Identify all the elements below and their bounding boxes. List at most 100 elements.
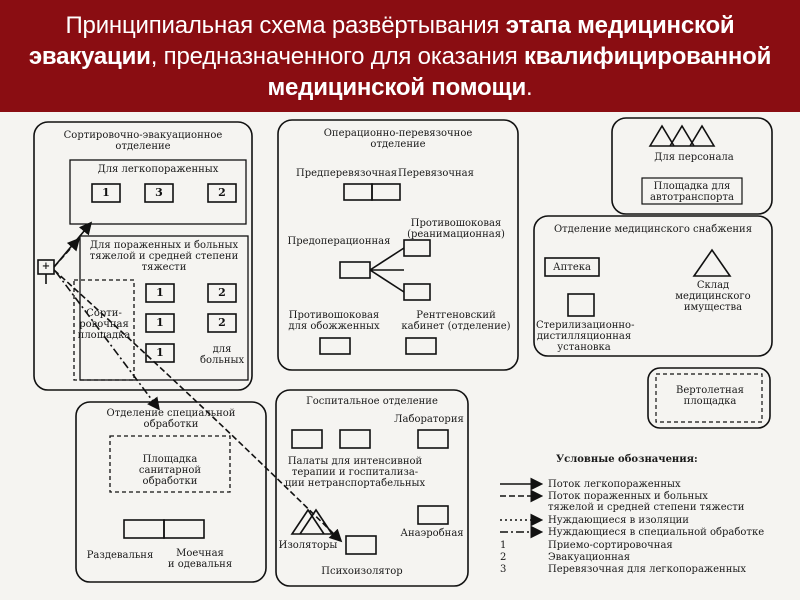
special-dept-box bbox=[75, 401, 267, 583]
heavy-num-1: 1 bbox=[156, 286, 164, 299]
legend-num-1: 1 bbox=[500, 540, 507, 551]
supply-dept-title: Отделение медицинского снабжения bbox=[553, 224, 753, 235]
legend-item-4: Нуждающиеся в специальной обработке bbox=[548, 527, 765, 538]
steril-box bbox=[567, 293, 595, 317]
heli-label: Вертолетная площадка bbox=[676, 385, 744, 407]
light-num-1: 1 bbox=[102, 186, 110, 199]
heavy-area-box bbox=[79, 235, 249, 381]
sick-label: для больных bbox=[200, 344, 245, 366]
undress-tent bbox=[123, 519, 165, 539]
tent-heavy-1c bbox=[145, 343, 175, 363]
tent-perev bbox=[371, 183, 401, 201]
anaerobic-label: Анаэробная bbox=[400, 528, 464, 539]
legend-num-2: 2 bbox=[500, 552, 507, 563]
heavy-num-2: 2 bbox=[218, 286, 226, 299]
tent-heavy-2b bbox=[207, 313, 237, 333]
title-banner: Принципиальная схема развёртывания этапа… bbox=[0, 0, 800, 112]
pharmacy-tent bbox=[544, 257, 600, 277]
heavy-num-4: 2 bbox=[218, 316, 226, 329]
flow-to-special bbox=[55, 271, 160, 411]
tents-icon bbox=[648, 124, 716, 147]
diagram-canvas: Сортировочно-эвакуационное отделение Для… bbox=[0, 112, 800, 600]
heavy-num-5: 1 bbox=[156, 346, 164, 359]
title-bold-2: квалифицированной медицинской помощи bbox=[267, 42, 772, 101]
tent-preop bbox=[339, 261, 371, 279]
legend-item-2: Поток пораженных и больных тяжелой и сре… bbox=[548, 491, 745, 513]
isolators-icon bbox=[290, 508, 334, 535]
special-dept-title: Отделение специальной обработки bbox=[106, 408, 236, 430]
preop-links bbox=[369, 247, 405, 293]
anaerobic-tent bbox=[417, 505, 449, 525]
title-part-1: Принципиальная схема развёртывания bbox=[65, 11, 506, 39]
staff-box bbox=[611, 117, 773, 215]
title-part-2: , предназначенного для оказания bbox=[150, 42, 524, 70]
undress-label: Раздевальня bbox=[86, 550, 154, 561]
isolators-label: Изоляторы bbox=[278, 540, 338, 551]
legend-item-3: Нуждающиеся в изоляции bbox=[548, 515, 689, 526]
light-area-label: Для легкопораженных bbox=[97, 164, 219, 175]
light-area-box bbox=[69, 159, 247, 225]
tent-heavy-1a bbox=[145, 283, 175, 303]
sorting-platform-box bbox=[73, 279, 135, 381]
tent-antishock-2 bbox=[403, 283, 431, 301]
heavy-area-label: Для пораженных и больных тяжелой и средн… bbox=[89, 240, 239, 273]
legend-num-item-1: Приемо-сортировочная bbox=[548, 540, 673, 551]
hospital-dept-title: Госпитальное отделение bbox=[306, 396, 438, 407]
tent-light-3 bbox=[144, 183, 174, 203]
antishock-burn-label: Противошоковая для обожженных bbox=[288, 310, 380, 332]
lab-tent bbox=[417, 429, 449, 449]
parking-box bbox=[641, 177, 743, 205]
flow-to-light bbox=[53, 221, 93, 268]
sanitary-box bbox=[109, 435, 231, 493]
heli-inner-box bbox=[655, 373, 763, 423]
staff-label: Для персонала bbox=[654, 152, 734, 163]
legend-num-item-3: Перевязочная для легкопораженных bbox=[548, 564, 746, 575]
tent-antishock bbox=[403, 239, 431, 257]
pharmacy-label: Аптека bbox=[553, 262, 591, 273]
preop-label: Предоперационная bbox=[287, 236, 391, 247]
supply-dept-box bbox=[533, 215, 773, 357]
heli-outer-box bbox=[647, 367, 771, 429]
predperev-label: Предперевязочная bbox=[296, 168, 398, 179]
lab-label: Лаборатория bbox=[394, 414, 464, 425]
title-part-3: . bbox=[526, 73, 533, 101]
diagram-svg bbox=[33, 117, 773, 587]
wards-label: Палаты для интенсивной терапии и госпита… bbox=[284, 456, 426, 489]
ward-tent-1 bbox=[291, 429, 323, 449]
operating-dept-title: Операционно-перевязочное отделение bbox=[323, 128, 473, 150]
steril-label: Стерилизационно- дистилляционная установ… bbox=[536, 320, 635, 353]
tent-light-1 bbox=[91, 183, 121, 203]
tent-burn bbox=[319, 337, 351, 355]
hospital-dept-box bbox=[275, 389, 469, 587]
legend-title: Условные обозначения: bbox=[556, 454, 698, 465]
legend-num-3: 3 bbox=[500, 564, 507, 575]
tent-light-2 bbox=[207, 183, 237, 203]
operating-dept-box bbox=[277, 119, 519, 371]
psycho-label: Психоизолятор bbox=[321, 566, 403, 577]
title-bold-1: этапа медицинской эвакуации bbox=[28, 11, 735, 70]
xray-label: Рентгеновский кабинет (отделение) bbox=[401, 310, 511, 332]
legend-item-1: Поток легкопораженных bbox=[548, 479, 681, 490]
sorting-dept-title: Сортировочно-эвакуационное отделение bbox=[63, 130, 223, 152]
page-title: Принципиальная схема развёртывания этапа… bbox=[20, 10, 780, 103]
legend-num-item-2: Эвакуационная bbox=[548, 552, 631, 563]
warehouse-label: Склад медицинского имущества bbox=[675, 280, 751, 313]
antishock-label: Противошоковая (реанимационная) bbox=[407, 218, 505, 240]
light-num-2: 3 bbox=[155, 186, 163, 199]
light-num-3: 2 bbox=[218, 186, 226, 199]
heavy-num-3: 1 bbox=[156, 316, 164, 329]
sorting-dept-box bbox=[33, 121, 253, 391]
tent-xray bbox=[405, 337, 437, 355]
wash-tent bbox=[163, 519, 205, 539]
tent-heavy-1b bbox=[145, 313, 175, 333]
warehouse-icon bbox=[692, 248, 732, 277]
tent-predperev bbox=[343, 183, 373, 201]
sanitary-label: Площадка санитарной обработки bbox=[138, 454, 202, 487]
perev-label: Перевязочная bbox=[398, 168, 474, 179]
parking-label: Площадка для автотранспорта bbox=[650, 181, 734, 203]
ward-tent-2 bbox=[339, 429, 371, 449]
entrance-plus: + bbox=[41, 261, 51, 272]
wash-label: Моечная и одевальня bbox=[167, 548, 233, 570]
sorting-platform-label: Сорти- ровочная площадка bbox=[77, 308, 131, 341]
tent-heavy-2a bbox=[207, 283, 237, 303]
